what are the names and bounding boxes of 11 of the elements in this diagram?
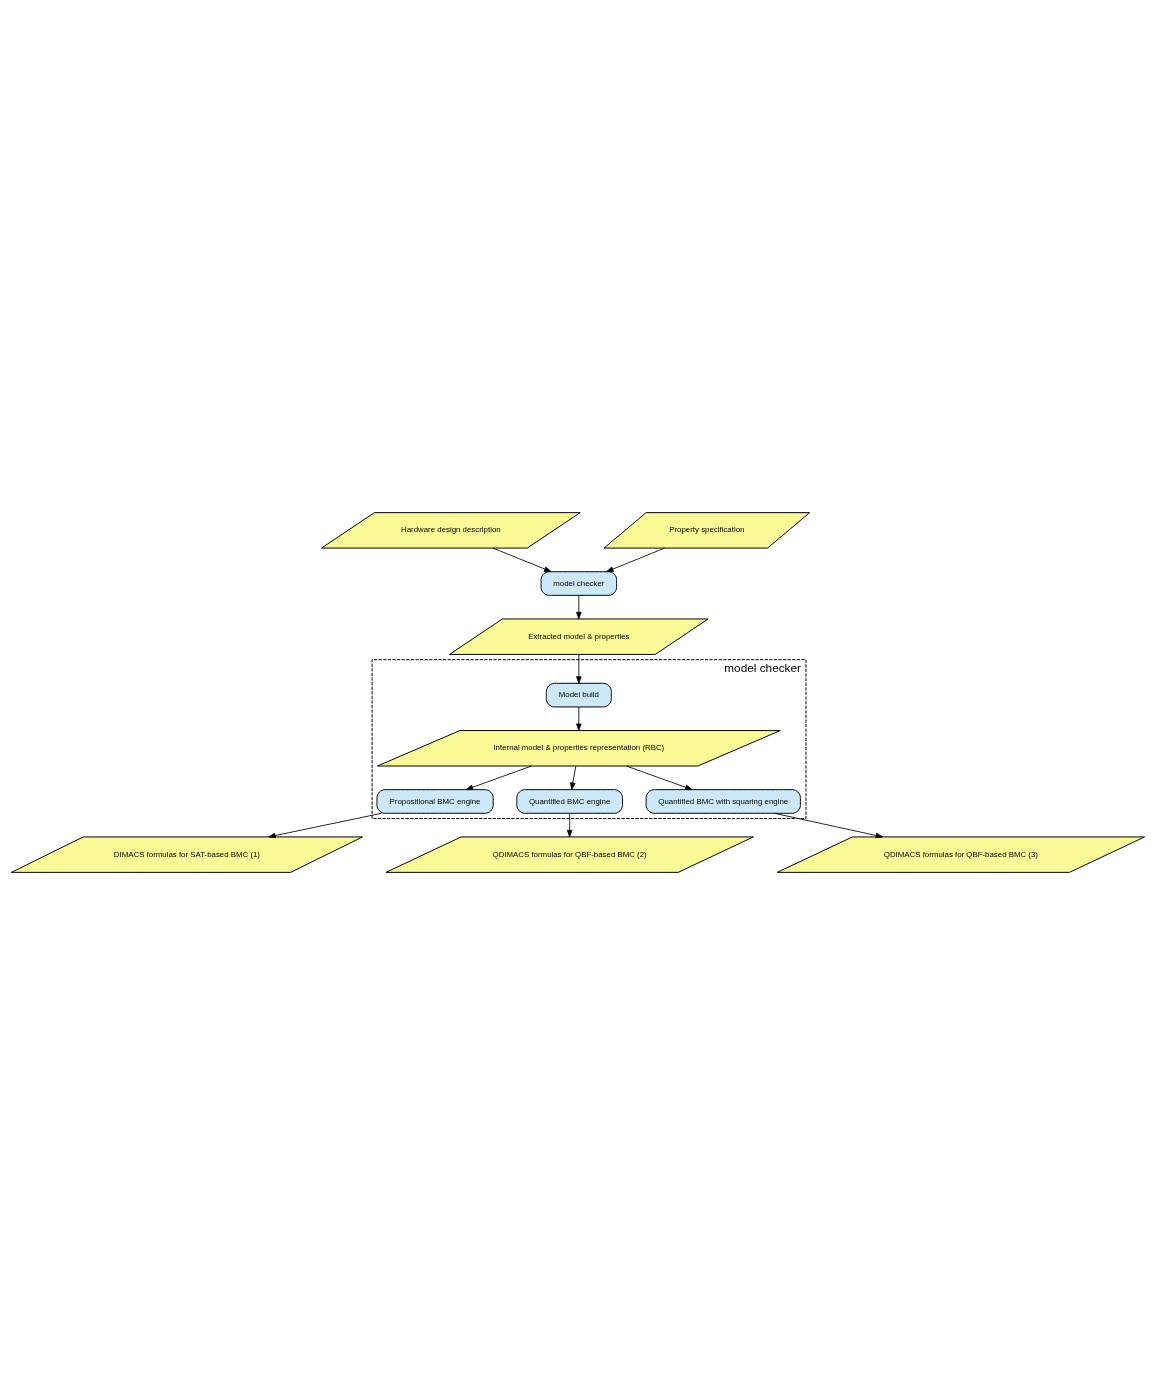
arrow (570, 765, 577, 790)
arrow (774, 812, 883, 838)
arrow (606, 547, 665, 572)
arrow (576, 594, 582, 619)
arrow (626, 765, 693, 790)
arrow (576, 706, 582, 731)
arrow (576, 653, 582, 684)
arrow (492, 547, 552, 572)
arrow (465, 765, 532, 790)
arrow (566, 812, 573, 837)
arrow (268, 812, 382, 838)
